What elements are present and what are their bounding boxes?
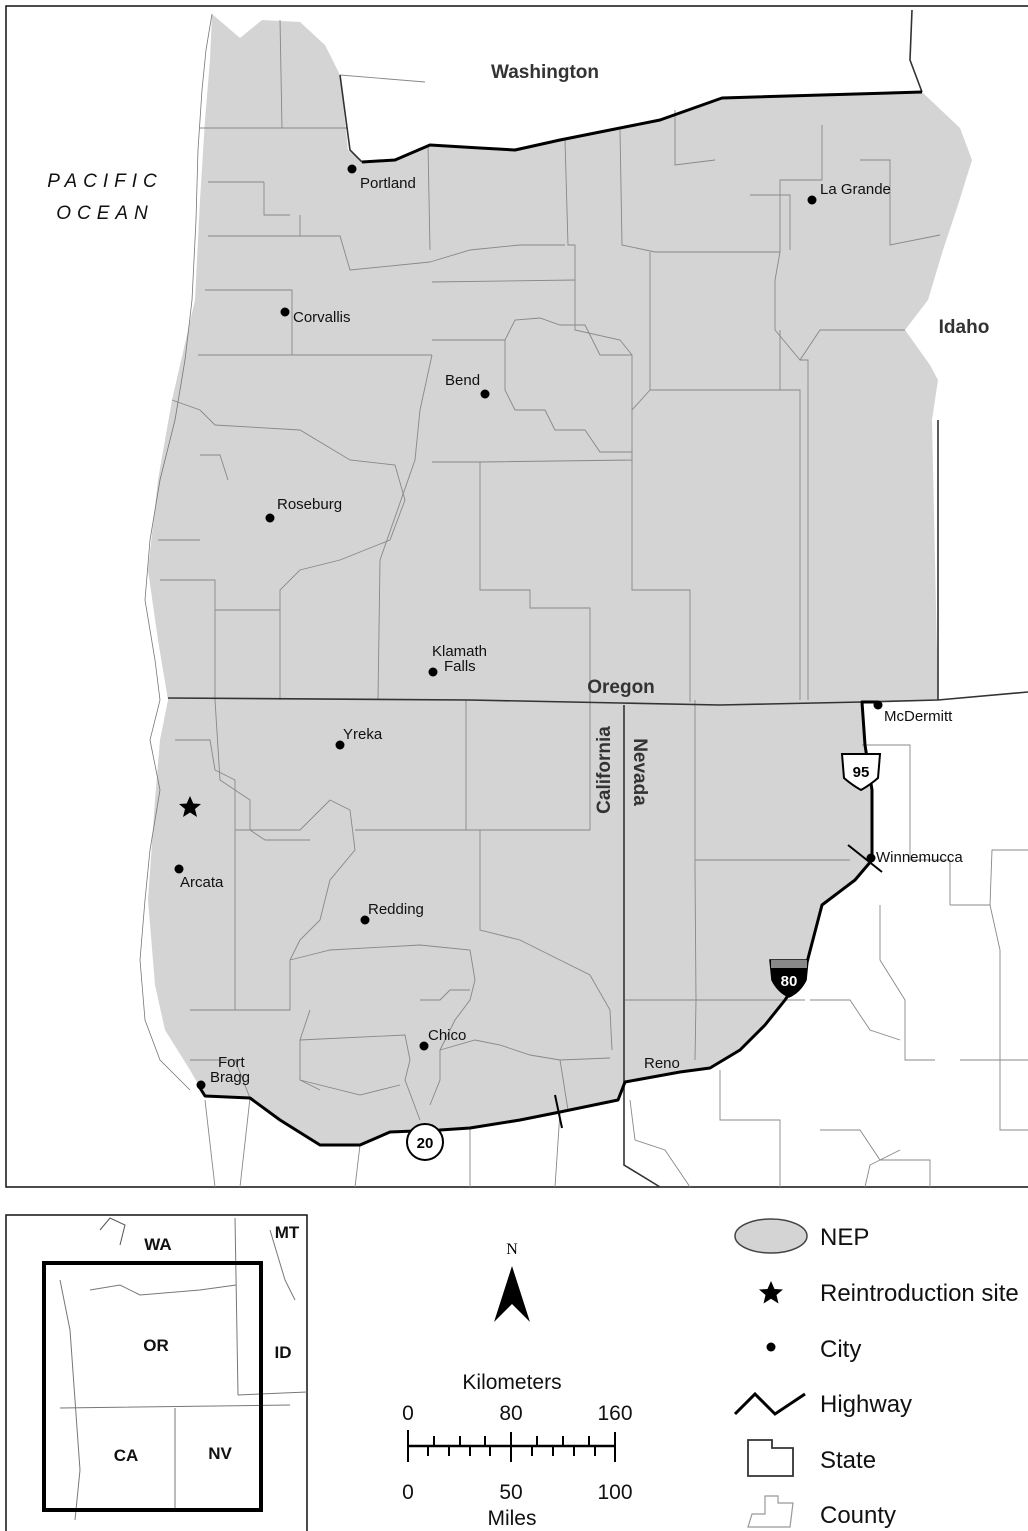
legend-nep-label: NEP (820, 1224, 869, 1251)
legend-county-label: County (820, 1502, 896, 1529)
coastline (139, 13, 213, 1091)
city-dot-mcdermitt (873, 700, 883, 710)
legend: NEP Reintroduction site City Highway Sta… (733, 1218, 1019, 1529)
inset-extent-box (42, 1261, 263, 1512)
north-arrow: N (494, 1241, 530, 1322)
city-label-la-grande: La Grande (820, 181, 891, 198)
label-ocean: OCEAN (56, 203, 154, 224)
city-label-chico: Chico (428, 1027, 466, 1044)
north-arrow-icon (494, 1266, 530, 1322)
city-dot-roseburg (265, 513, 275, 523)
highway-route-south (198, 700, 878, 1147)
sr20-shield-label: 20 (417, 1135, 434, 1152)
city-label-klamath: Klamath (432, 643, 487, 660)
north-arrow-label: N (506, 1241, 518, 1258)
city-label-reno: Reno (644, 1055, 680, 1072)
legend-highway-label: Highway (820, 1391, 912, 1418)
label-oregon: Oregon (587, 677, 655, 698)
inset-label-mt: MT (275, 1223, 300, 1242)
inset-label-id: ID (275, 1343, 292, 1362)
highway-crossing-2 (554, 1094, 563, 1129)
legend-state-icon (747, 1439, 794, 1477)
sr20-shield: 20 (406, 1123, 444, 1161)
legend-city-label: City (820, 1336, 861, 1363)
legend-city-dot-icon (766, 1342, 776, 1352)
label-idaho: Idaho (939, 317, 990, 338)
city-dot-chico (419, 1041, 429, 1051)
city-dot-redding (360, 915, 370, 925)
label-pacific: PACIFIC (47, 171, 163, 192)
city-dot-corvallis (280, 307, 290, 317)
highway-crossing (847, 844, 883, 873)
city-dot-winnemucca (866, 853, 876, 863)
inset-label-ca: CA (114, 1446, 139, 1465)
scale-mi-tick-1: 50 (499, 1481, 522, 1504)
city-label-bend: Bend (445, 372, 480, 389)
label-washington: Washington (491, 62, 599, 83)
legend-highway-icon (733, 1391, 806, 1416)
scale-km-title: Kilometers (462, 1371, 561, 1394)
city-label-winnemucca: Winnemucca (876, 849, 963, 866)
city-label-portland: Portland (360, 175, 416, 192)
scale-km-tick-0: 0 (402, 1402, 414, 1425)
reintroduction-site-star-icon (179, 796, 201, 817)
state-boundaries (167, 9, 1028, 1188)
city-label-mcdermitt: McDermitt (884, 708, 953, 725)
scale-km-tick-1: 80 (499, 1402, 522, 1425)
city-label-roseburg: Roseburg (277, 496, 342, 513)
scale-km-tick-2: 160 (597, 1402, 632, 1425)
label-california: California (594, 726, 615, 814)
scale-mi-title: Miles (487, 1507, 536, 1530)
legend-nep-swatch (734, 1218, 808, 1254)
city-label-fort: Fort (218, 1054, 246, 1071)
city-dot-fort-bragg (196, 1080, 206, 1090)
city-dot-klamath-falls (428, 667, 438, 677)
inset-label-nv: NV (208, 1444, 232, 1463)
city-dot-arcata (174, 864, 184, 874)
nep-region (148, 14, 972, 1145)
city-dot-la-grande (807, 195, 817, 205)
cities: Portland La Grande Corvallis Bend Rosebu… (174, 164, 963, 1090)
county-boundaries (158, 19, 1028, 1188)
inset-label-or: OR (143, 1336, 169, 1355)
inset-label-wa: WA (144, 1235, 171, 1254)
legend-star-icon (759, 1281, 783, 1304)
city-dot-portland (347, 164, 357, 174)
city-label-redding: Redding (368, 901, 424, 918)
legend-site-label: Reintroduction site (820, 1280, 1019, 1307)
scale-bar: Kilometers 0 80 160 0 50 100 Miles (402, 1371, 632, 1530)
city-dot-bend (480, 389, 490, 399)
scale-mi-tick-2: 100 (597, 1481, 632, 1504)
legend-state-label: State (820, 1447, 876, 1474)
us95-shield: 95 (840, 753, 882, 792)
scale-mi-tick-0: 0 (402, 1481, 414, 1504)
city-label-falls: Falls (444, 658, 476, 675)
city-label-arcata: Arcata (180, 874, 224, 891)
city-label-corvallis: Corvallis (293, 309, 351, 326)
city-dot-yreka (335, 740, 345, 750)
city-label-bragg: Bragg (210, 1069, 250, 1086)
legend-county-icon (747, 1495, 794, 1528)
label-nevada: Nevada (629, 738, 650, 806)
inset-map: WA MT OR ID CA NV (42, 1217, 308, 1521)
inset-map-frame (5, 1214, 308, 1531)
us95-shield-label: 95 (853, 764, 870, 781)
highway-route (361, 90, 923, 164)
i80-shield: 80 (769, 959, 809, 998)
city-label-yreka: Yreka (343, 726, 383, 743)
i80-shield-label: 80 (781, 973, 798, 990)
